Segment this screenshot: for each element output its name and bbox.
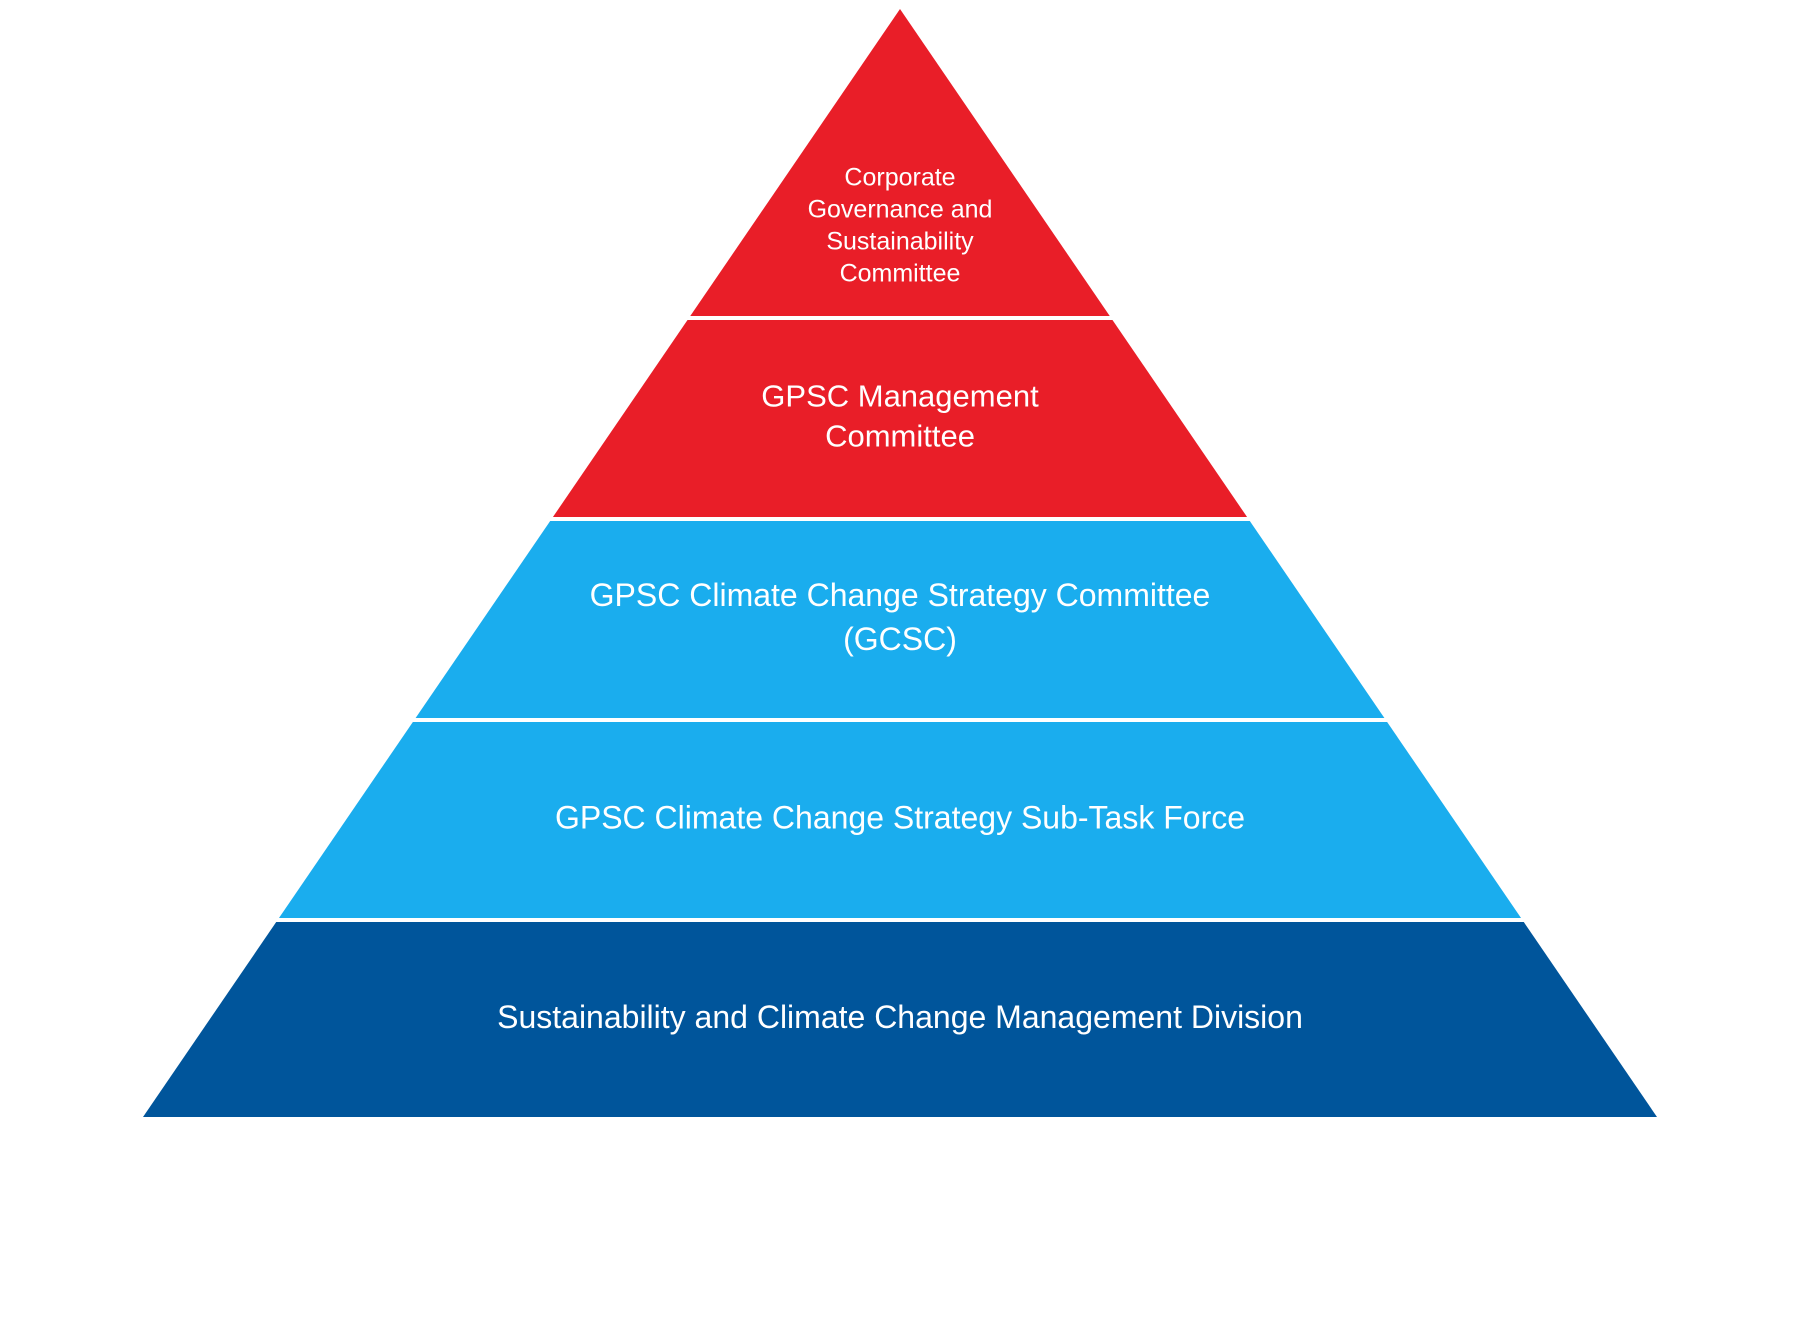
pyramid-segment: [415, 521, 1385, 718]
level-label: Sustainability and Climate Change Manage…: [497, 999, 1303, 1035]
pyramid-segment: [690, 9, 1110, 316]
level-label: Governance and: [808, 196, 993, 224]
pyramid-segment: [278, 722, 1522, 918]
level-gcsc: GPSC Climate Change Strategy Committee (G…: [415, 521, 1385, 718]
level-label: GPSC Climate Change Strategy Sub-Task Fo…: [555, 799, 1245, 835]
pyramid-segment: [143, 922, 1657, 1117]
pyramid-segment: [552, 320, 1248, 517]
level-label: Corporate: [844, 164, 955, 192]
level-label: Committee: [825, 419, 975, 454]
level-label: Sustainability: [826, 228, 974, 256]
level-label: GPSC Management: [761, 379, 1039, 414]
level-label: (GCSC): [843, 621, 957, 657]
level-division: Sustainability and Climate Change Manage…: [143, 922, 1657, 1117]
level-sub-task-force: GPSC Climate Change Strategy Sub-Task Fo…: [278, 722, 1522, 918]
level-label: GPSC Climate Change Strategy Committee: [590, 577, 1211, 613]
level-label: Committee: [840, 260, 961, 288]
